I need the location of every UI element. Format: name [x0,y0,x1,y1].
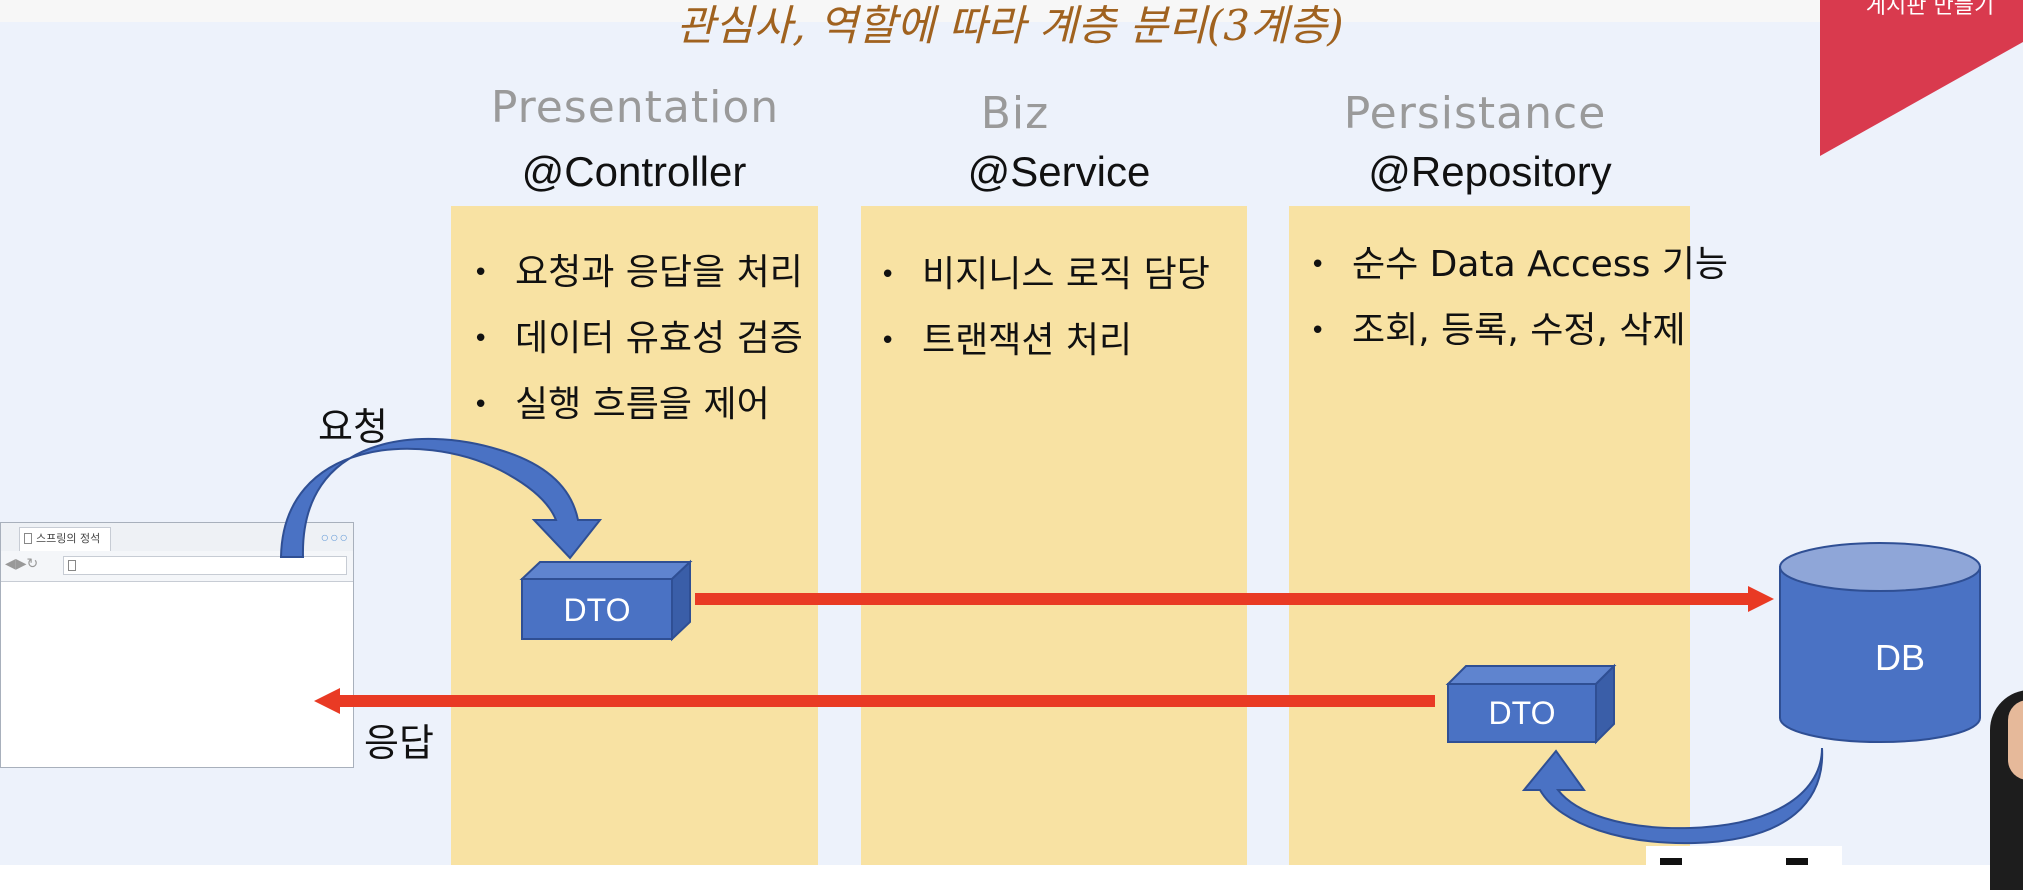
presenter-face [2008,700,2023,780]
db-cylinder: DB [1780,543,1980,742]
qr-mark [1786,858,1808,865]
dto-box-persistance: DTO [1448,666,1614,742]
request-curved-arrow [281,439,600,558]
db-label: DB [1875,637,1925,678]
flow-diagram: DTO DTO DB [0,0,2023,865]
dto-label: DTO [564,592,631,628]
return-curved-arrow [1524,748,1822,843]
corner-ribbon [1820,0,2023,156]
qr-mark [1660,858,1682,865]
backward-arrowhead [314,688,340,714]
corner-ribbon-label: 게시판 만들기 [1840,0,2020,20]
dto-label: DTO [1489,695,1556,731]
dto-box-presentation: DTO [522,562,690,639]
qr-code-fragment [1646,846,1842,865]
forward-arrowhead [1748,586,1774,612]
